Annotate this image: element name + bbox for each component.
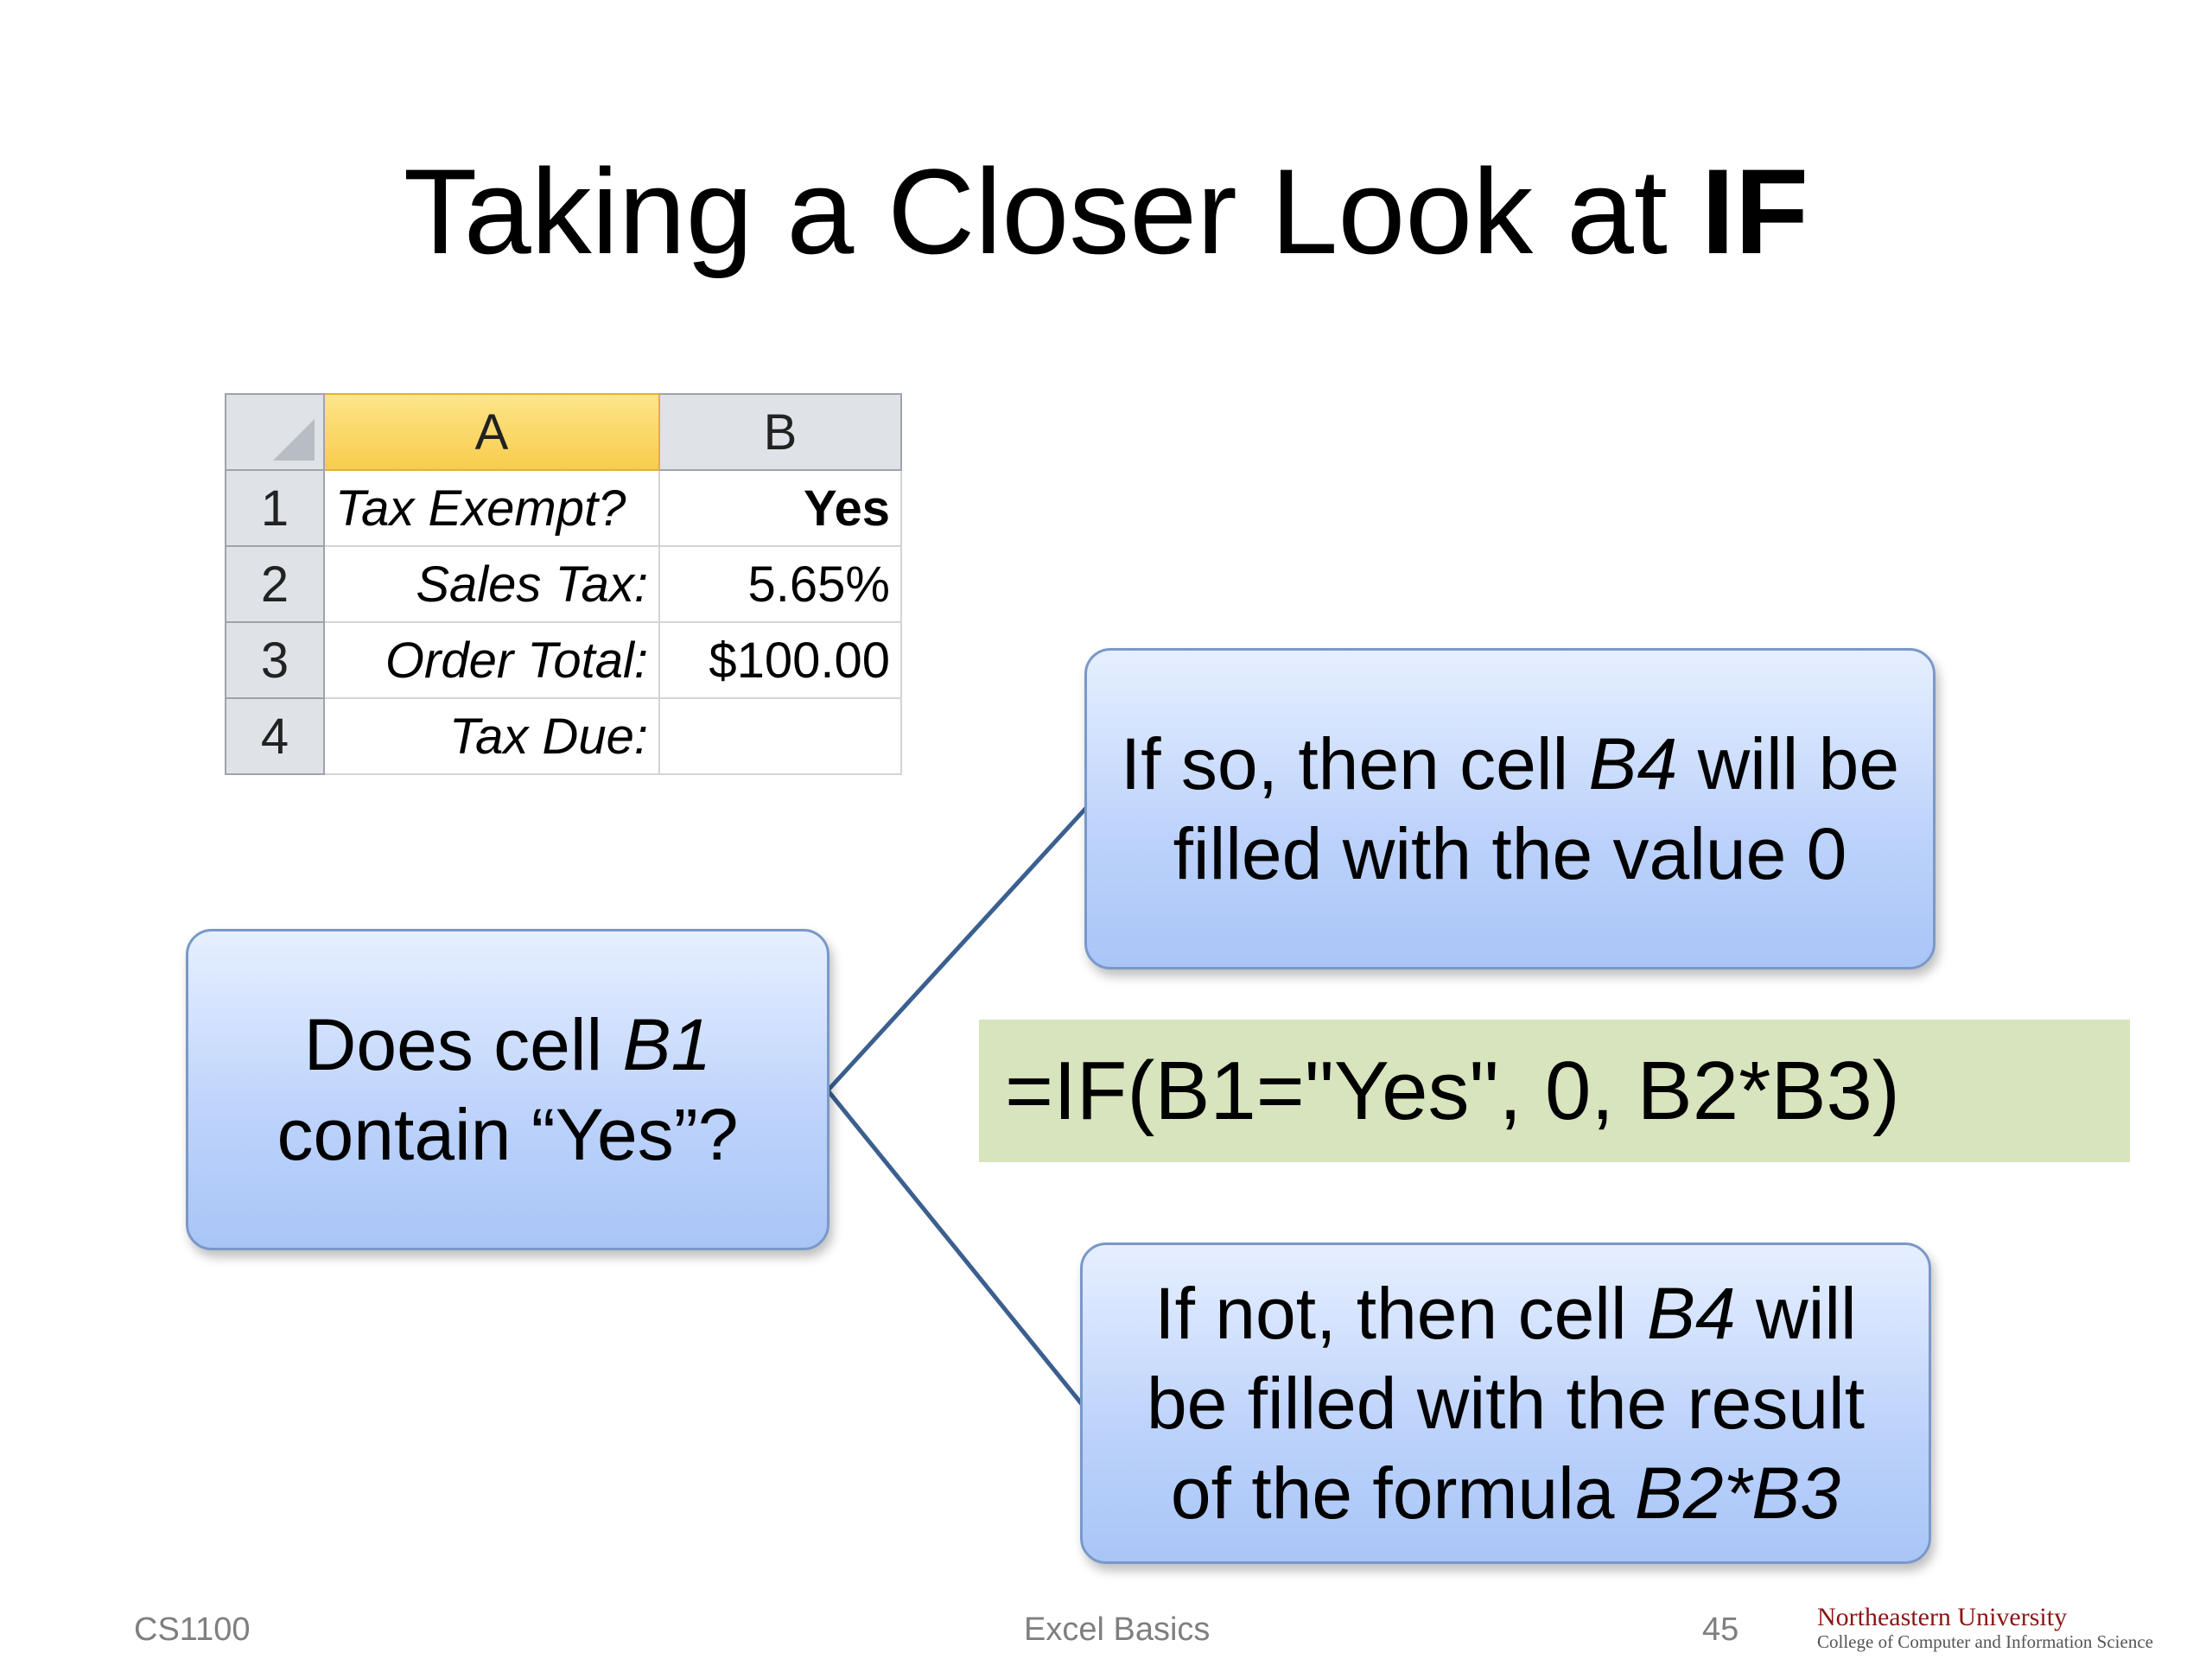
cell-a3[interactable]: Order Total: [323,621,660,699]
row-header-2[interactable]: 2 [225,545,325,623]
row-header-3[interactable]: 3 [225,621,325,699]
spreadsheet: A B 1 Tax Exempt? Yes 2 Sales Tax: 5.65%… [225,393,902,775]
footer-course: CS1100 [134,1611,251,1648]
if-formula: =IF(B1="Yes", 0, B2*B3) [979,1020,2130,1162]
cell-b2[interactable]: 5.65% [658,545,902,623]
question-cell-ref: B1 [622,1004,712,1085]
question-text-post: contain “Yes”? [276,1094,739,1175]
cell-b4[interactable] [658,697,902,775]
university-logo: Northeastern University College of Compu… [1817,1605,2153,1654]
logo-line-2: College of Computer and Information Scie… [1817,1631,2153,1652]
column-header-b[interactable]: B [658,393,902,471]
slide-title: Taking a Closer Look at IF [0,138,2212,285]
cell-a4[interactable]: Tax Due: [323,697,660,775]
cell-a2[interactable]: Sales Tax: [323,545,660,623]
cell-b3[interactable]: $100.00 [658,621,902,699]
column-header-a[interactable]: A [323,393,660,471]
no-cell-ref: B4 [1646,1273,1736,1354]
footer-page-number: 45 [1702,1611,1739,1648]
yes-cell-ref: B4 [1588,723,1678,804]
yes-branch-box: If so, then cell B4 will be filled with … [1084,648,1936,969]
select-all-corner[interactable] [225,393,325,471]
title-bold-text: IF [1700,143,1809,279]
no-branch-box: If not, then cell B4 will be filled with… [1080,1243,1931,1564]
title-text: Taking a Closer Look at [403,143,1701,279]
cell-a1[interactable]: Tax Exempt? [323,469,660,547]
question-text-pre: Does cell [303,1004,623,1085]
footer-topic: Excel Basics [1024,1611,1211,1648]
no-text-line3: of the formula [1170,1452,1635,1534]
no-text-line2: be filled with the result [1146,1363,1866,1444]
no-text-mid: will [1735,1273,1857,1354]
connector-no [826,1089,1084,1406]
no-formula-ref: B2*B3 [1634,1452,1841,1534]
yes-text-mid: will be [1677,723,1900,804]
row-header-1[interactable]: 1 [225,469,325,547]
no-text-pre: If not, then cell [1154,1273,1647,1354]
cell-b1[interactable]: Yes [658,469,902,547]
question-box: Does cell B1 contain “Yes”? [186,929,830,1250]
yes-text-pre: If so, then cell [1120,723,1589,804]
connector-yes [826,806,1088,1092]
row-header-4[interactable]: 4 [225,697,325,775]
logo-line-1: Northeastern University [1817,1603,2068,1631]
yes-text-post: filled with the value 0 [1173,813,1847,894]
